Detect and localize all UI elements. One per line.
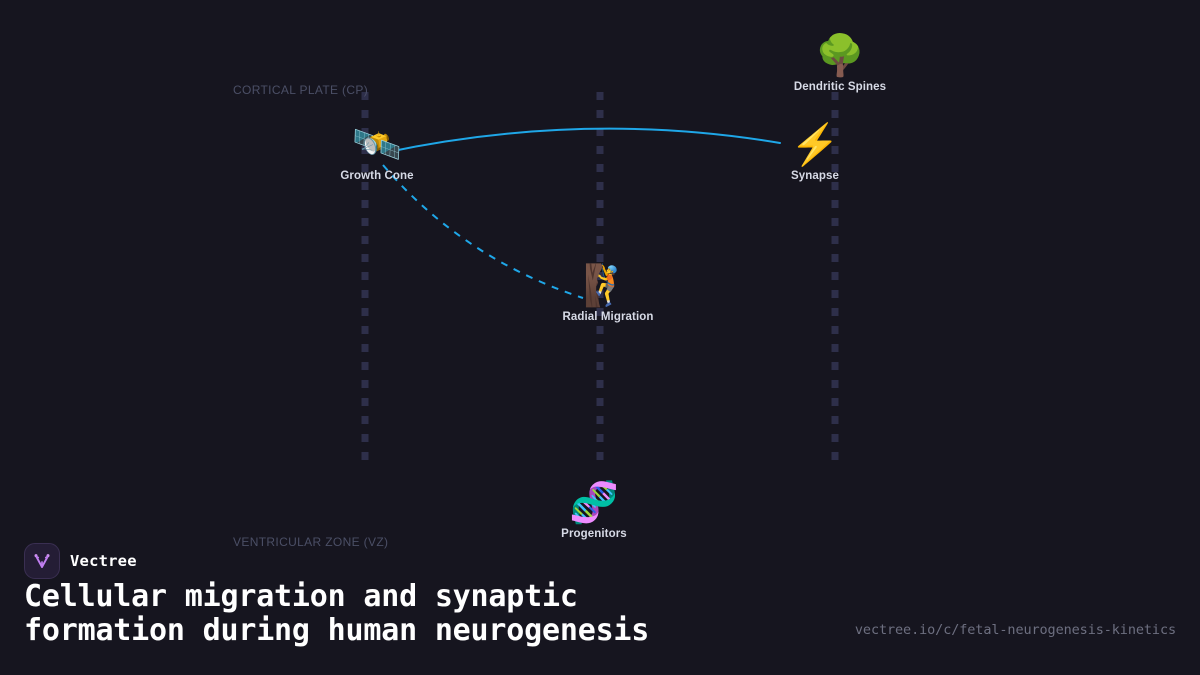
node-radial-migration[interactable]: 🧗 Radial Migration: [533, 262, 683, 323]
zone-label-cortical-plate: CORTICAL PLATE (CP): [233, 83, 369, 97]
page-title-line-2: formation during human neurogenesis: [24, 613, 650, 648]
node-label-radial-migration: Radial Migration: [562, 311, 654, 323]
brand-name: Vectree: [70, 552, 137, 570]
node-label-synapse: Synapse: [790, 170, 839, 182]
zone-label-ventricular-zone: VENTRICULAR ZONE (VZ): [233, 535, 389, 549]
high-voltage-icon: ⚡: [790, 123, 840, 167]
dna-icon: 🧬: [569, 481, 619, 525]
vectree-logo-icon: [24, 543, 60, 579]
node-growth-cone[interactable]: 🛰️ Growth Cone: [302, 121, 452, 182]
page-title: Cellular migration and synaptic formatio…: [24, 580, 824, 648]
satellite-icon: 🛰️: [352, 123, 402, 167]
page-title-line-1: Cellular migration and synaptic: [24, 579, 578, 614]
person-climbing-icon: 🧗: [583, 264, 633, 308]
node-label-progenitors: Progenitors: [561, 528, 627, 540]
node-label-dendritic-spines: Dendritic Spines: [793, 81, 887, 93]
node-synapse[interactable]: ⚡ Synapse: [740, 121, 890, 182]
brand-row[interactable]: Vectree: [24, 543, 137, 579]
node-label-growth-cone: Growth Cone: [340, 170, 414, 182]
node-dendritic-spines[interactable]: 🌳 Dendritic Spines: [765, 32, 915, 93]
footer-url[interactable]: vectree.io/c/fetal-neurogenesis-kinetics: [854, 622, 1176, 638]
edge-growth-cone-to-radial-migration[interactable]: [382, 164, 584, 299]
node-progenitors[interactable]: 🧬 Progenitors: [519, 479, 669, 540]
deciduous-tree-icon: 🌳: [815, 34, 865, 78]
edge-growth-cone-to-synapse[interactable]: [382, 127, 781, 154]
